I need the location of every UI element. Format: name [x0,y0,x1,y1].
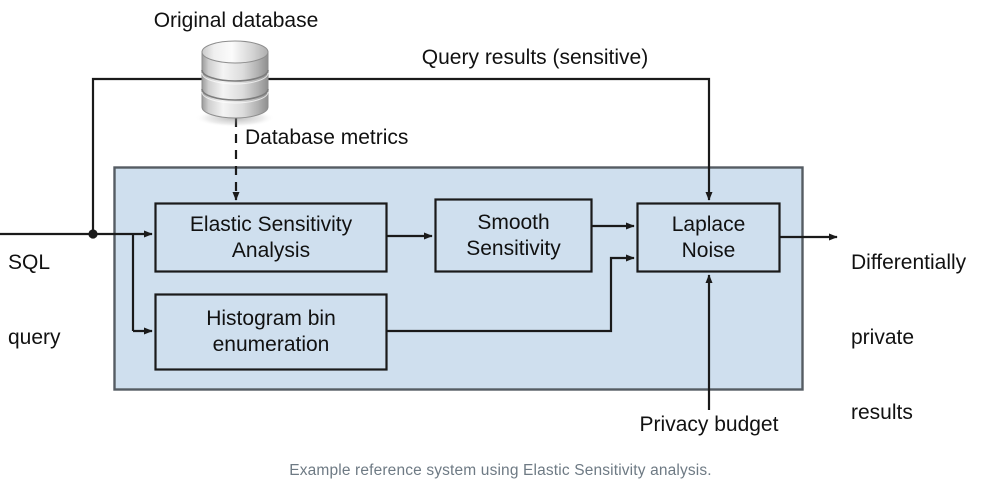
node-smooth-sensitivity[interactable] [434,198,593,273]
sql-query-junction-dot [88,229,98,239]
edge-label-query-results: Query results (sensitive) [421,46,649,69]
edge-query-results-sensitive [268,77,713,201]
edge-label-database-metrics: Database metrics [245,126,409,149]
dp-results-line-1: Differentially [851,251,967,274]
dp-results-line-2: private [851,326,915,349]
database-cylinder-icon [195,40,275,127]
node-elastic-sensitivity-analysis[interactable] [154,202,388,273]
io-label-sql-query: SQL query [8,200,61,400]
node-histogram-bin-enumeration[interactable] [154,293,388,371]
io-label-privacy-budget: Privacy budget [639,413,779,436]
sql-query-line-1: SQL [8,251,51,274]
io-label-differentially-private-results: Differentially private results [851,200,966,475]
figure-caption: Example reference system using Elastic S… [289,462,712,479]
database-title-label: Original database [153,9,319,32]
edge-sql-query-trunk [0,75,224,335]
node-laplace-noise[interactable] [636,202,781,273]
sql-query-line-2: query [8,326,61,349]
edge-histogram-to-laplace [387,254,635,333]
dp-results-line-3: results [851,401,913,424]
